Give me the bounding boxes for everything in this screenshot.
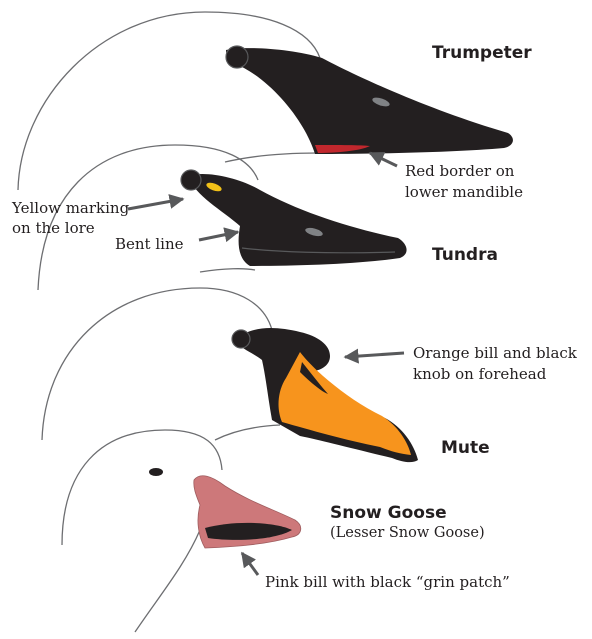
goose-neck-front (135, 530, 200, 632)
arrow-yellow-lore (128, 199, 183, 209)
mute-head-outline (42, 288, 272, 440)
trumpeter-head-outline (18, 12, 320, 190)
trumpeter-bill (226, 48, 513, 154)
trumpeter-name: Trumpeter (432, 43, 532, 63)
snow-goose-head (62, 430, 301, 632)
arrow-grin-patch (242, 553, 258, 575)
tundra-eye (181, 170, 201, 190)
trumpeter-note-line-2: lower mandible (405, 183, 523, 202)
arrow-red-border (370, 153, 397, 166)
tundra-neck-line (200, 269, 255, 272)
tundra-yellow-note-line-1: Yellow marking (12, 199, 129, 218)
arrow-bent-line (199, 232, 238, 240)
mute-note-line-1: Orange bill and black (413, 344, 577, 363)
arrow-mute-knob (345, 353, 404, 357)
tundra-bent-note: Bent line (115, 235, 184, 254)
tundra-name: Tundra (432, 245, 498, 265)
tundra-yellow-note-line-2: on the lore (12, 219, 95, 238)
mute-name: Mute (441, 438, 490, 458)
mute-note-line-2: knob on forehead (413, 365, 546, 384)
mute-head (42, 288, 418, 462)
mute-eye (232, 330, 250, 348)
trumpeter-neck-line (225, 153, 318, 162)
goose-eye (149, 468, 163, 476)
snow-goose-subtitle: (Lesser Snow Goose) (330, 525, 485, 541)
trumpeter-note-line-1: Red border on (405, 162, 514, 181)
snow-goose-note: Pink bill with black “grin patch” (265, 573, 510, 592)
snow-goose-name: Snow Goose (330, 503, 447, 523)
mute-neck-line (215, 425, 280, 440)
trumpeter-eye (226, 46, 248, 68)
